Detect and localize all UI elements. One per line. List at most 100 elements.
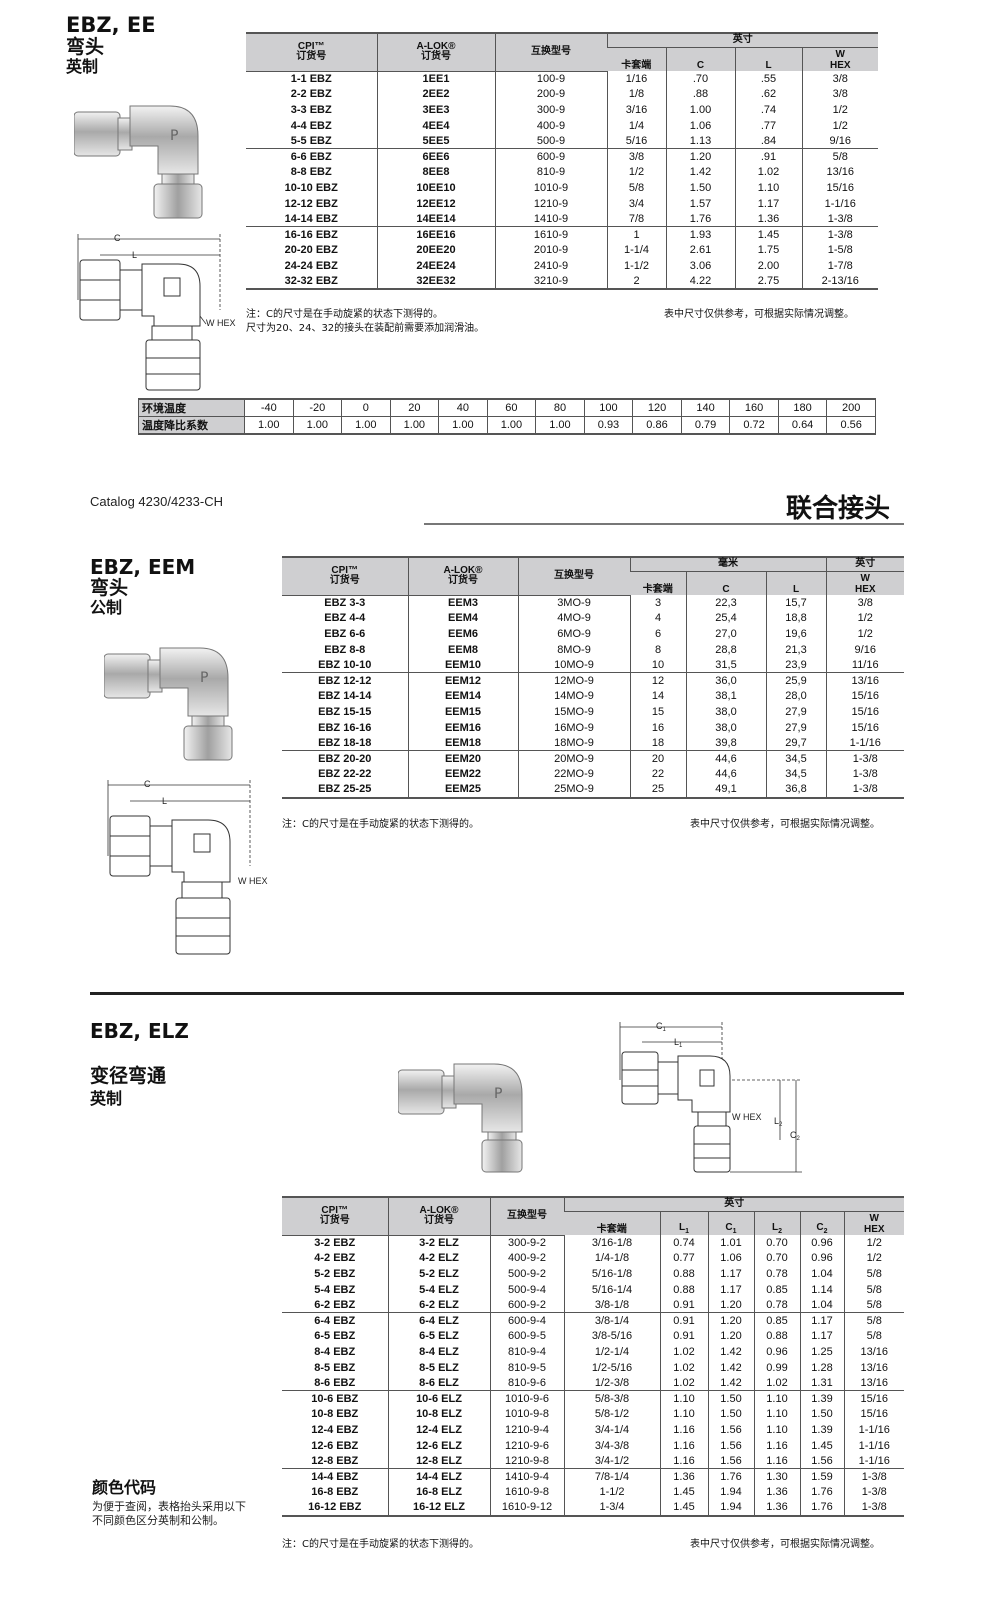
table-cell: 1.17 (734, 195, 802, 212)
table-cell: 600-9-5 (489, 1328, 564, 1345)
table-cell: EEM22 (407, 766, 518, 783)
table-cell: .55 (734, 71, 802, 87)
table-cell: 12 (629, 672, 686, 689)
table-cell: 1.50 (799, 1406, 844, 1423)
table-cell: 200-9 (494, 86, 607, 103)
table-cell: EBZ 4-4 (324, 612, 366, 625)
table-cell: 3-3 EBZ (290, 103, 332, 116)
table-cell: 1010-9-6 (489, 1390, 564, 1407)
table-cell: 1210-9-6 (489, 1437, 564, 1454)
table-cell: 1.13 (665, 133, 735, 149)
table-cell: 10 (629, 657, 686, 673)
drawing2-c-label: C (144, 779, 151, 789)
table-cell: 2.75 (734, 273, 802, 291)
table-cell: 3/4-1/4 (563, 1422, 660, 1438)
table-cell: 16-8 EBZ (311, 1486, 359, 1499)
table-cell: 12EE12 (376, 195, 495, 212)
t1-col-alok: A-LOK®订货号 (376, 32, 495, 72)
table-cell: 3/8-5/16 (563, 1328, 660, 1345)
table-cell: EEM10 (407, 657, 518, 673)
drawing3-l2-label: L2 (774, 1116, 783, 1128)
table-cell: 9/16 (801, 133, 878, 149)
table-cell: 1.31 (799, 1375, 844, 1391)
table-cell: EEM12 (407, 672, 518, 689)
table-cell: 15/16 (801, 180, 878, 196)
table-cell: 1.10 (753, 1390, 800, 1407)
table-cell: 5/8 (801, 148, 878, 165)
table-cell: 21,3 (765, 641, 826, 658)
table-cell: EBZ 12-12 (282, 672, 408, 689)
table-cell: EBZ 6-6 (324, 627, 366, 640)
table-cell: 10-6 ELZ (387, 1390, 490, 1407)
table-cell: 1-1/16 (843, 1437, 904, 1454)
svg-text:P: P (494, 1086, 502, 1102)
table-cell: 32EE32 (376, 273, 495, 291)
table-cell: 8-8 EBZ (290, 166, 332, 179)
table-cell: 25,9 (765, 672, 826, 689)
temp-cell: 0.93 (583, 416, 634, 435)
temp-cell: 1.00 (292, 416, 343, 435)
table-cell: 5/8 (843, 1266, 904, 1282)
elbow-drawing-inch: C L W HEX (77, 233, 236, 391)
table-cell: 100-9 (494, 71, 607, 87)
table-cell: 2-13/16 (801, 273, 878, 291)
table-cell: 1.93 (665, 226, 735, 243)
table-cell: 1.94 (707, 1500, 754, 1517)
table-cell: 1.14 (799, 1281, 844, 1298)
table-cell: 2.61 (665, 242, 735, 259)
table-cell: 1.01 (707, 1235, 754, 1251)
table-cell: EEM6 (407, 626, 518, 642)
table-cell: 14-4 ELZ (387, 1468, 490, 1485)
drawing3-c1-label: C1 (656, 1021, 667, 1033)
section3-title-name: 变径弯通 (90, 1065, 167, 1087)
table-cell: 1.16 (753, 1437, 800, 1454)
table-cell: 600-9 (494, 148, 607, 165)
table-cell: 3/16 (606, 102, 666, 118)
table-cell: 9/16 (825, 641, 904, 658)
table-cell: EEM18 (407, 735, 518, 751)
table-cell: 1210-9-8 (489, 1453, 564, 1469)
table-cell: 810-9 (494, 164, 607, 181)
table-cell: 1-3/8 (843, 1500, 904, 1517)
reducing-elbow-drawing: C1 L1 W HEX L2 C2 (619, 1021, 802, 1173)
table-cell: 10-10 EBZ (284, 181, 338, 194)
table-cell: 600-9-4 (489, 1312, 564, 1329)
table-cell: 2.00 (734, 258, 802, 274)
table-cell: EBZ 16-16 (318, 721, 372, 734)
table-cell: 1610-9-8 (489, 1484, 564, 1501)
table-cell: 1.76 (799, 1500, 844, 1517)
table-cell: 1-3/8 (843, 1468, 904, 1485)
table-cell: 25 (629, 782, 686, 799)
table-cell: 16EE16 (376, 226, 495, 243)
table-cell: 8-5 EBZ (314, 1361, 356, 1374)
table-cell: 1.36 (734, 211, 802, 227)
table-cell: 24EE24 (376, 258, 495, 274)
drawing2-w-label: W HEX (238, 876, 268, 886)
t3-col-interchange: 互换型号 (489, 1196, 564, 1236)
table-cell: 38,1 (685, 688, 766, 705)
table-cell: EEM20 (407, 750, 518, 767)
table-cell: 5/16-1/8 (563, 1266, 660, 1282)
temp-cell: 0.86 (632, 416, 682, 435)
table-cell: 1.20 (665, 148, 735, 165)
table-cell: 1/2 (843, 1235, 904, 1251)
table-cell: 1.42 (707, 1375, 754, 1391)
color-code-text-1: 为便于查阅，表格抬头采用以下 (92, 1500, 246, 1513)
table-cell: EEM16 (407, 719, 518, 736)
temp-cell: 0.79 (680, 416, 731, 435)
table-cell: 0.88 (659, 1266, 708, 1282)
